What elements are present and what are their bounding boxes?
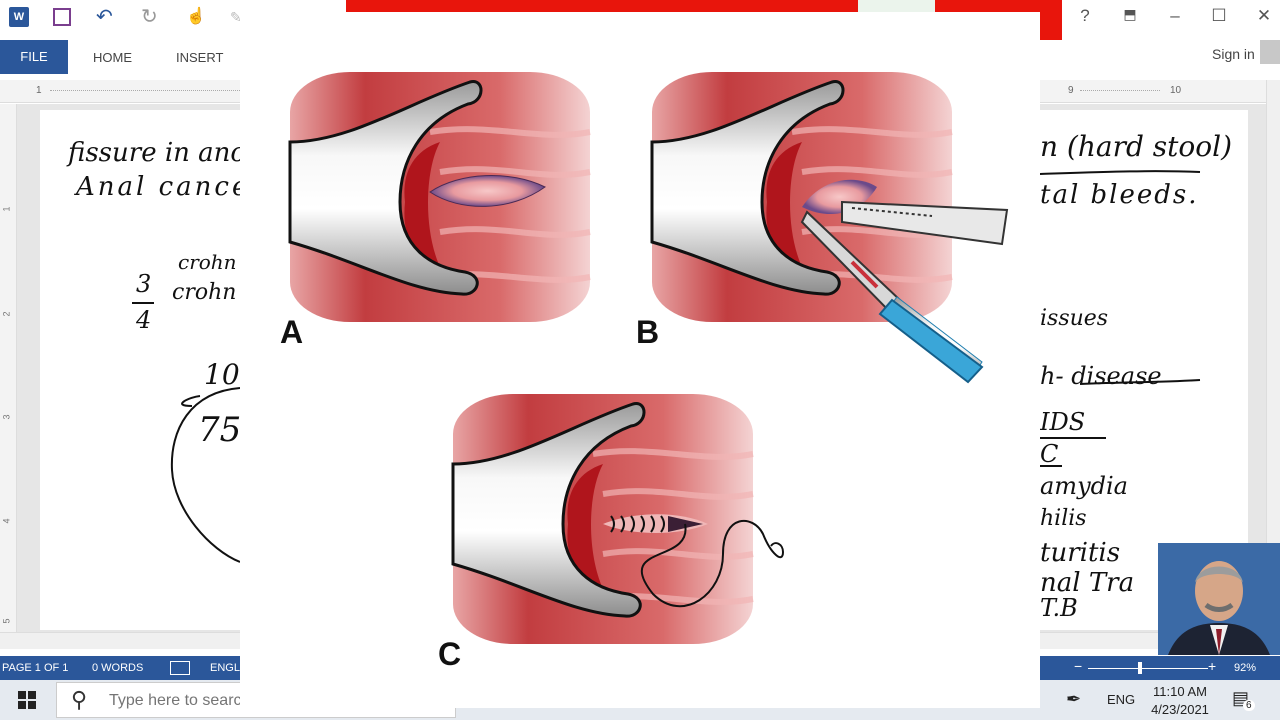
presenter-image xyxy=(1158,543,1280,655)
overlay-red-bar xyxy=(346,0,1040,12)
note-text: hilis xyxy=(1040,506,1087,531)
overlay-red-tab xyxy=(1040,0,1062,40)
taskbar-clock[interactable]: 11:10 AM 4/23/2021 xyxy=(1140,683,1220,719)
note-text: amydia xyxy=(1040,472,1128,500)
zoom-out-icon[interactable]: − xyxy=(1074,658,1083,674)
vertical-ruler: 1 2 3 4 5 xyxy=(0,104,17,634)
windows-start-icon[interactable] xyxy=(18,691,36,709)
zoom-in-icon[interactable]: + xyxy=(1208,658,1217,674)
save-icon[interactable] xyxy=(53,8,71,26)
sign-in-link[interactable]: Sign in xyxy=(1212,46,1255,62)
tab-insert[interactable]: INSERT xyxy=(176,50,224,65)
minimize-icon[interactable]: – xyxy=(1170,6,1180,25)
ruler-number: 1 xyxy=(36,85,42,96)
status-words[interactable]: 0 WORDS xyxy=(92,662,144,674)
clock-time: 11:10 AM xyxy=(1153,684,1207,699)
pen-icon[interactable]: ✎ xyxy=(230,9,242,25)
note-text: crohn xyxy=(172,280,237,305)
note-text: 3 xyxy=(136,270,152,298)
note-text: issues xyxy=(1040,306,1109,331)
figure-label-b: B xyxy=(636,314,660,350)
undo-icon[interactable]: ↶ xyxy=(96,6,113,28)
figure-label-a: A xyxy=(280,314,304,350)
tab-file[interactable]: FILE xyxy=(0,40,68,74)
ruler-number: 3 xyxy=(1,414,12,420)
note-text: 4 xyxy=(136,306,152,334)
ruler-number: 9 xyxy=(1068,85,1074,96)
zoom-slider-thumb[interactable] xyxy=(1138,662,1142,674)
note-text: T.B xyxy=(1040,594,1078,622)
ruler-ticks xyxy=(50,90,240,95)
anoscope-figure xyxy=(240,12,1009,708)
note-text: fissure in ano xyxy=(68,138,247,168)
search-icon: ⚲ xyxy=(71,687,88,712)
note-text: turitis xyxy=(1040,538,1121,568)
presenter-webcam xyxy=(1158,543,1280,655)
vertical-scrollbar[interactable] xyxy=(1266,80,1280,632)
note-text: Anal cance xyxy=(76,172,251,202)
note-text: nal Tra xyxy=(1040,568,1135,598)
zoom-level[interactable]: 92% xyxy=(1234,662,1257,674)
word-app-icon[interactable]: W xyxy=(9,7,29,27)
zoom-slider[interactable] xyxy=(1088,668,1208,669)
status-language[interactable]: ENGL xyxy=(210,662,240,674)
note-ink xyxy=(1040,170,1201,467)
document-page-left[interactable]: fissure in ano Anal cance crohn 3 4 croh… xyxy=(40,110,247,630)
ruler-number: 5 xyxy=(1,618,12,624)
fraction-bar xyxy=(132,302,154,304)
note-text: n (hard stool) xyxy=(1040,130,1233,163)
close-icon[interactable]: ✕ xyxy=(1256,6,1272,25)
ruler-number: 4 xyxy=(1,518,12,524)
proofing-icon[interactable] xyxy=(170,661,190,675)
note-text: 75 xyxy=(198,410,242,450)
note-text: 10 xyxy=(204,358,240,391)
ruler-number: 10 xyxy=(1170,85,1182,96)
notification-badge: 6 xyxy=(1243,700,1255,711)
pen-workspace-icon[interactable]: ✒ xyxy=(1066,689,1082,709)
account-icon[interactable] xyxy=(1260,40,1280,64)
touch-mode-icon[interactable]: ☝ xyxy=(186,8,206,25)
input-language[interactable]: ENG xyxy=(1107,692,1136,707)
note-text: IDS xyxy=(1040,408,1086,436)
note-text: tal bleeds. xyxy=(1040,180,1199,210)
ruler-number: 1 xyxy=(1,206,12,212)
ruler-number: 2 xyxy=(1,311,12,317)
figure-label-c: C xyxy=(438,636,462,672)
ruler-ticks xyxy=(1080,90,1160,95)
note-text: crohn xyxy=(178,250,237,274)
tab-home[interactable]: HOME xyxy=(93,50,132,65)
note-text: h- disease xyxy=(1040,362,1162,390)
overlay-green-segment xyxy=(858,0,935,12)
maximize-icon[interactable]: ☐ xyxy=(1211,6,1227,25)
presentation-slide: A B C xyxy=(240,12,1040,708)
redo-icon[interactable]: ↻ xyxy=(141,6,158,28)
clock-date: 4/23/2021 xyxy=(1151,702,1209,717)
ribbon-display-icon[interactable]: ⬒ xyxy=(1123,6,1137,22)
status-page[interactable]: PAGE 1 OF 1 xyxy=(2,662,69,674)
note-ink xyxy=(170,387,240,563)
note-text: C xyxy=(1040,440,1059,468)
help-icon[interactable]: ? xyxy=(1080,6,1090,25)
